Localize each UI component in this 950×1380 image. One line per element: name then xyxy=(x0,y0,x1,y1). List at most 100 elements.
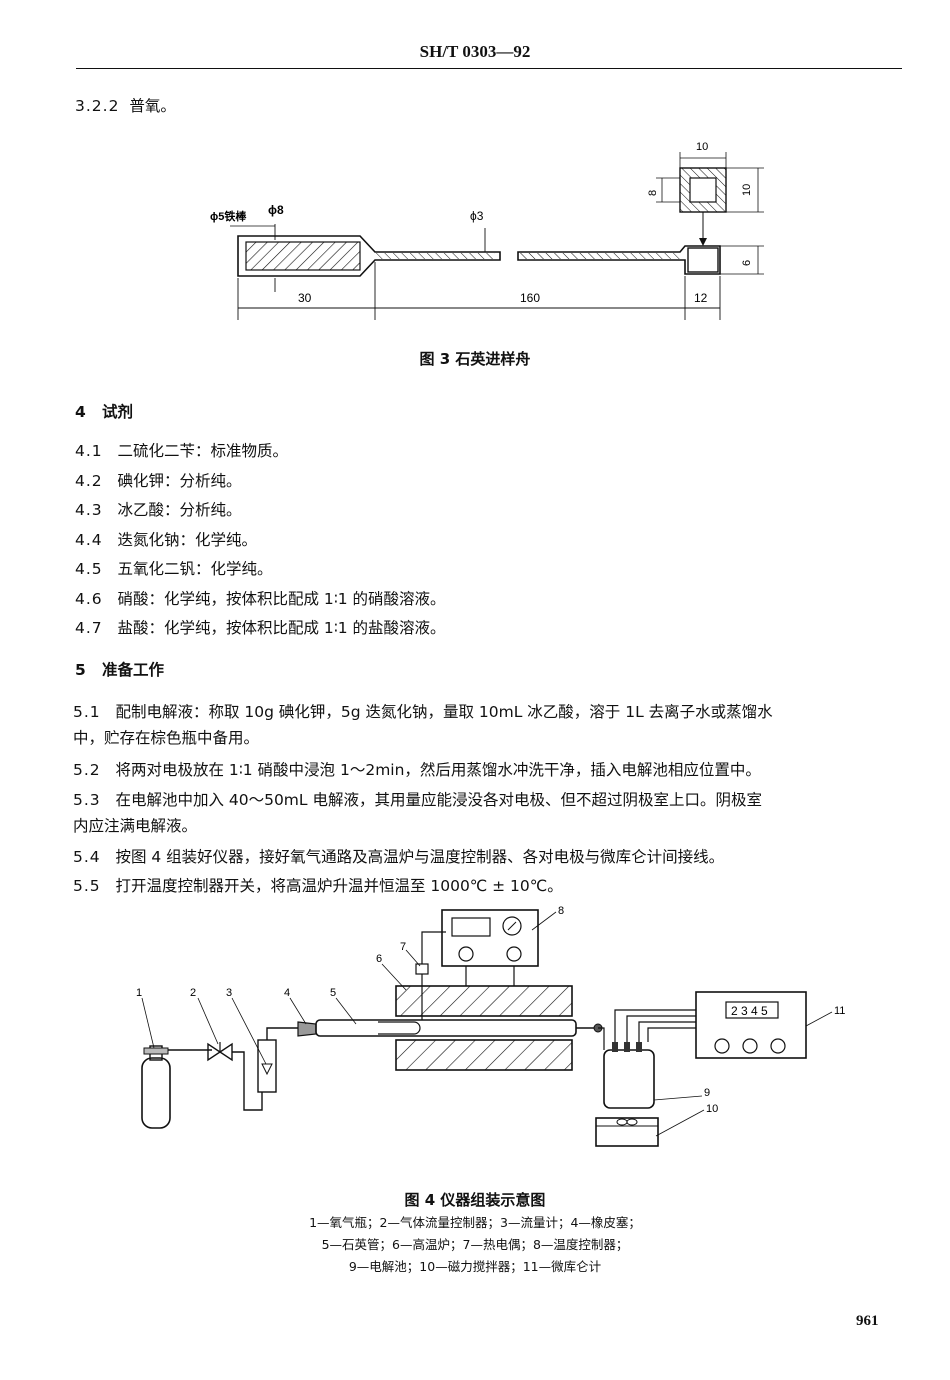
label-12: 12 xyxy=(694,291,708,305)
list-item: 4.7 盐酸：化学纯，按体积比配成 1∶1 的盐酸溶液。 xyxy=(75,618,446,648)
paragraph-5-3: 5.3 在电解池中加入 40～50mL 电解液，其用量应能浸没各对电极、但不超过… xyxy=(73,787,905,839)
label-1: 1 xyxy=(136,987,142,999)
label-30: 30 xyxy=(298,291,312,305)
item-text: 冰乙酸：分析纯。 xyxy=(117,501,242,519)
paragraph-text: 按图 4 组装好仪器，接好氧气通路及高温炉与温度控制器、各对电极与微库仑计间接线… xyxy=(115,848,725,866)
legend-line: 5—石英管；6—高温炉；7—热电偶；8—温度控制器； xyxy=(321,1237,629,1252)
list-item: 4.6 硝酸：化学纯，按体积比配成 1∶1 的硝酸溶液。 xyxy=(75,589,446,619)
item-number: 4.4 xyxy=(75,530,103,549)
rubber-stopper xyxy=(297,1021,317,1037)
item-text: 五氧化二钒：化学纯。 xyxy=(117,560,273,578)
label-4: 4 xyxy=(284,987,290,999)
label-2: 2 xyxy=(190,987,196,999)
quartz-tube xyxy=(315,1019,603,1037)
list-item: 4.2 碘化钾：分析纯。 xyxy=(75,471,446,501)
label-h8: 8 xyxy=(647,190,659,196)
paragraph-text: 配制电解液：称取 10g 碘化钾，5g 迭氮化钠，量取 10mL 冰乙酸，溶于 … xyxy=(115,703,773,721)
legend-line: 1—氧气瓶；2—气体流量控制器；3—流量计；4—橡皮塞； xyxy=(309,1215,641,1230)
paragraph-5-5: 5.5 打开温度控制器开关，将高温炉升温并恒温至 1000℃ ± 10℃。 xyxy=(73,873,905,899)
label-7: 7 xyxy=(400,941,406,953)
iron-rod xyxy=(245,241,361,271)
label-d3: ϕ3 xyxy=(470,209,484,223)
label-h6: 6 xyxy=(741,260,753,266)
boat-body-outline xyxy=(237,235,501,277)
item-text: 碘化钾：分析纯。 xyxy=(117,471,242,490)
label-5: 5 xyxy=(330,987,336,999)
figure-4-apparatus: 2 3 4 5 1 2 3 4 5 6 7 8 9 10 11 xyxy=(136,905,845,1147)
figure-3-quartz-boat: ϕ5铁棒 ϕ8 ϕ3 30 160 12 10 8 10 6 xyxy=(210,141,764,320)
boat-tail-outline xyxy=(517,245,721,275)
paragraph-text: 将两对电极放在 1∶1 硝酸中浸泡 1～2min，然后用蒸馏水冲洗干净，插入电解… xyxy=(115,761,761,779)
section-text: 普氧。 xyxy=(129,97,176,115)
magnetic-stirrer xyxy=(595,1117,659,1147)
section-number: 3.2.2 xyxy=(75,97,120,115)
item-number: 4.1 xyxy=(75,442,103,460)
boat-cup xyxy=(687,247,719,273)
section-4-number: 4 xyxy=(75,403,86,421)
thermocouple xyxy=(415,931,446,1020)
section-4-heading: 试剂 xyxy=(102,403,134,421)
label-3: 3 xyxy=(226,987,232,999)
figure-4-legend: 1—氧气瓶；2—气体流量控制器；3—流量计；4—橡皮塞； 5—石英管；6—高温炉… xyxy=(0,1212,950,1278)
item-text: 硝酸：化学纯，按体积比配成 1∶1 的硝酸溶液。 xyxy=(117,589,446,608)
section-5-heading: 准备工作 xyxy=(102,661,165,679)
section-arrow-head xyxy=(699,238,707,246)
page-header: SH/T 0303—92 xyxy=(419,42,531,61)
electrolysis-cell xyxy=(598,1009,696,1109)
label-11: 11 xyxy=(834,1005,845,1017)
reagent-list: 4.1 二硫化二苄：标准物质。 4.2 碘化钾：分析纯。 4.3 冰乙酸：分析纯… xyxy=(75,441,446,648)
item-number: 4.5 xyxy=(75,560,103,578)
item-number: 5.1 xyxy=(73,703,101,721)
section-3-2-2: 3.2.2 普氧。 xyxy=(75,96,176,116)
label-rod: ϕ5铁棒 xyxy=(210,209,247,223)
legend-line: 9—电解池；10—磁力搅拌器；11—微库仑计 xyxy=(348,1259,602,1274)
thin-tube-right xyxy=(520,253,680,259)
header-rule xyxy=(76,68,902,69)
cross-section-inner xyxy=(689,177,717,203)
item-number: 5.2 xyxy=(73,761,101,779)
paragraph-5-2: 5.2 将两对电极放在 1∶1 硝酸中浸泡 1～2min，然后用蒸馏水冲洗干净，… xyxy=(73,757,905,783)
section-4-title: 4 试剂 xyxy=(75,402,133,422)
paragraph-5-1: 5.1 配制电解液：称取 10g 碘化钾，5g 迭氮化钠，量取 10mL 冰乙酸… xyxy=(73,699,905,751)
label-9: 9 xyxy=(704,1087,710,1099)
item-number: 4.2 xyxy=(75,471,103,490)
thin-tube-left xyxy=(375,253,495,259)
label-10: 10 xyxy=(706,1103,718,1115)
flowmeter xyxy=(257,1039,277,1093)
figure-4-caption: 图 4 仪器组装示意图 xyxy=(404,1191,546,1209)
paragraph-text: 中，贮存在棕色瓶中备用。 xyxy=(73,729,260,747)
label-w10: 10 xyxy=(696,141,708,153)
paragraph-text: 打开温度控制器开关，将高温炉升温并恒温至 1000℃ ± 10℃。 xyxy=(115,877,563,895)
paragraph-5-4: 5.4 按图 4 组装好仪器，接好氧气通路及高温炉与温度控制器、各对电极与微库仑… xyxy=(73,844,905,870)
temperature-controller xyxy=(441,909,539,986)
item-number: 5.4 xyxy=(73,848,101,866)
list-item: 4.5 五氧化二钒：化学纯。 xyxy=(75,559,446,589)
item-number: 5.3 xyxy=(73,791,101,809)
item-number: 4.6 xyxy=(75,589,103,608)
flow-controller-valve xyxy=(207,1042,233,1062)
item-text: 迭氮化钠：化学纯。 xyxy=(117,530,257,549)
counter-display: 2 3 4 5 xyxy=(731,1004,768,1018)
figure-3-caption: 图 3 石英进样舟 xyxy=(419,350,531,368)
oxygen-cylinder xyxy=(141,1045,171,1129)
list-item: 4.4 迭氮化钠：化学纯。 xyxy=(75,530,446,560)
item-text: 二硫化二苄：标准物质。 xyxy=(117,442,288,460)
label-8: 8 xyxy=(558,905,564,917)
label-6: 6 xyxy=(376,953,382,965)
item-number: 5.5 xyxy=(73,877,101,895)
paragraph-text: 内应注满电解液。 xyxy=(73,817,198,835)
label-h10: 10 xyxy=(741,184,753,196)
paragraph-text: 在电解池中加入 40～50mL 电解液，其用量应能浸没各对电极、但不超过阴极室上… xyxy=(115,791,762,809)
label-160: 160 xyxy=(520,291,540,305)
section-5-number: 5 xyxy=(75,661,86,679)
label-d8: ϕ8 xyxy=(268,203,284,217)
section-5-title: 5 准备工作 xyxy=(75,660,164,680)
item-text: 盐酸：化学纯，按体积比配成 1∶1 的盐酸溶液。 xyxy=(117,619,446,637)
item-number: 4.3 xyxy=(75,501,103,519)
page-number: 961 xyxy=(856,1313,879,1329)
list-item: 4.3 冰乙酸：分析纯。 xyxy=(75,500,446,530)
high-temperature-furnace xyxy=(395,985,573,1071)
list-item: 4.1 二硫化二苄：标准物质。 xyxy=(75,441,446,471)
microcoulometer: 2 3 4 5 xyxy=(695,991,807,1059)
item-number: 4.7 xyxy=(75,619,103,637)
